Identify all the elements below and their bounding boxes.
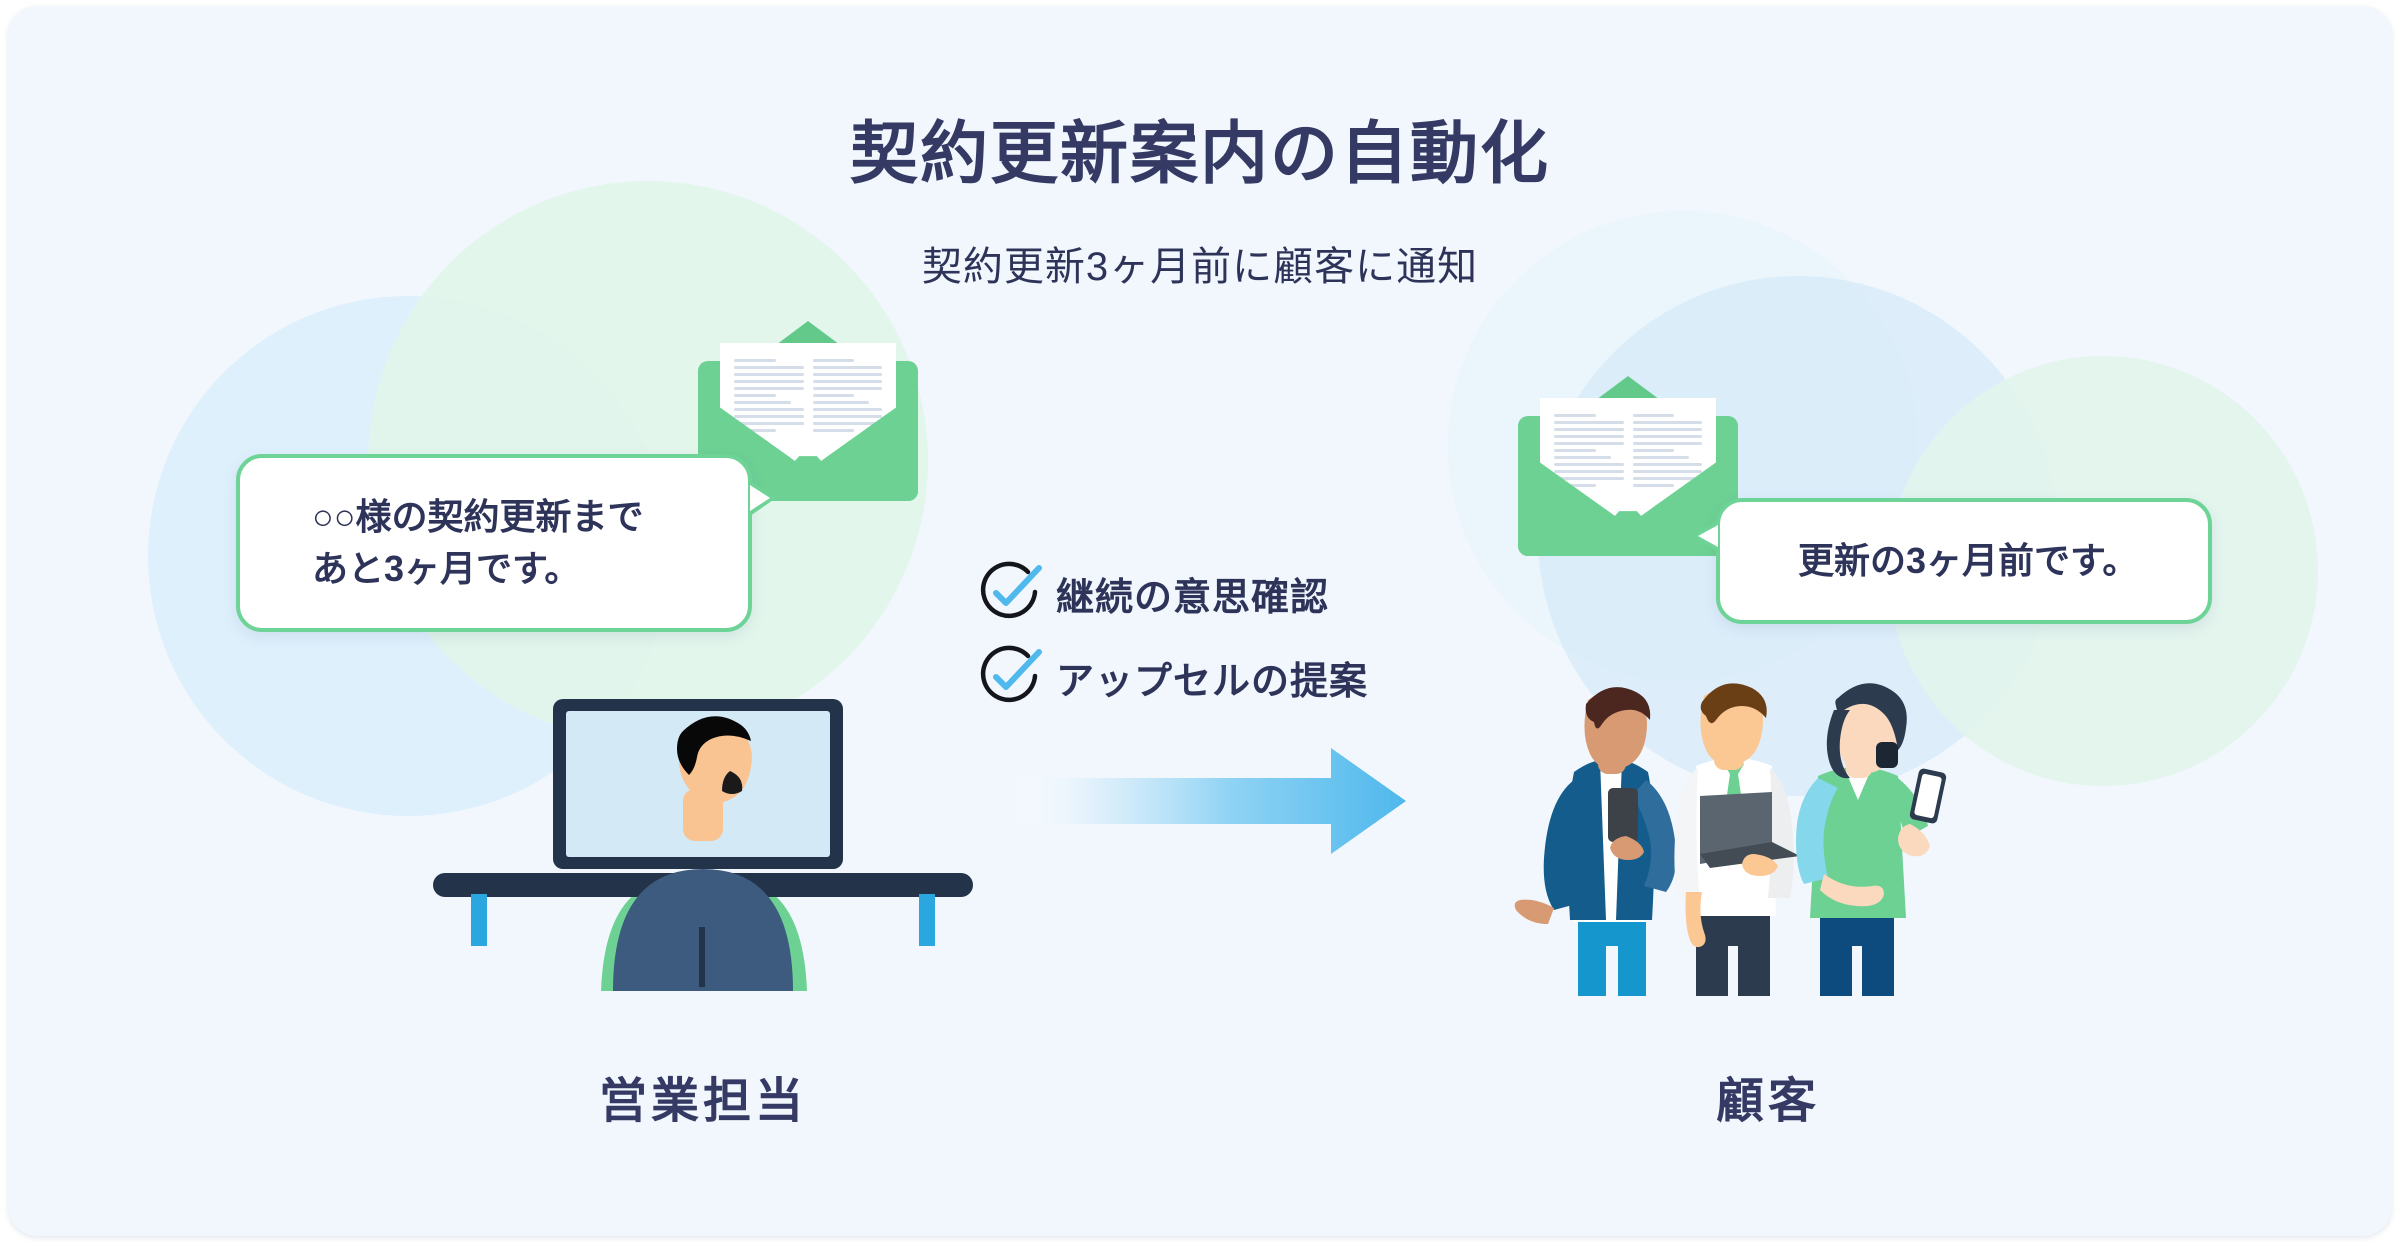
- speech-bubble-sales-line1: ○○様の契約更新まで: [312, 495, 644, 537]
- person3-hand-left: [1820, 874, 1884, 907]
- letter-text-column: [1632, 414, 1702, 521]
- person1-hand-left: [1514, 899, 1554, 924]
- speech-bubble-customer: 更新の3ヶ月前です。: [1692, 498, 2212, 624]
- person2-hair: [1700, 683, 1767, 724]
- open-envelope-with-letter-icon-left: [698, 321, 918, 501]
- infographic-card: 契約更新案内の自動化 契約更新3ヶ月前に顧客に通知: [8, 6, 2392, 1236]
- person-hair: [677, 716, 751, 775]
- letter-text-column: [1554, 414, 1624, 521]
- right-arrow-icon: [1015, 748, 1406, 854]
- customer-person-2: [1674, 683, 1800, 996]
- person2-arm-left: [1674, 768, 1700, 902]
- person1-hair: [1585, 687, 1651, 729]
- sales-rep-at-desk-illustration: [433, 699, 973, 991]
- checklist-item: 継続の意思確認: [976, 551, 1368, 635]
- circle-check-icon: [976, 644, 1042, 710]
- role-label-sales: 営業担当: [598, 1075, 807, 1128]
- role-label-customer: 顧客: [1715, 1075, 1820, 1128]
- checklist-item-label: アップセルの提案: [1056, 660, 1369, 703]
- person1-phone: [1608, 788, 1638, 842]
- person3-hair-side: [1826, 710, 1850, 779]
- checklist: 継続の意思確認 アップセルの提案: [976, 551, 1368, 719]
- desk-leg-right: [919, 894, 935, 946]
- person3-hair-back: [1876, 742, 1898, 768]
- speech-bubble-customer-text: 更新の3ヶ月前です。: [1798, 539, 2139, 581]
- customer-person-3: [1796, 683, 1947, 996]
- circle-check-icon: [976, 560, 1042, 626]
- speech-bubble-tail: [750, 480, 776, 516]
- person2-hand-right: [1742, 854, 1778, 876]
- person-beard: [722, 771, 743, 794]
- page-title: 契約更新案内の自動化: [849, 116, 1550, 192]
- desk-leg-left: [471, 894, 487, 946]
- speech-bubble-sales-line2: あと3ヶ月です。: [312, 548, 581, 589]
- person1-hand-right: [1610, 836, 1644, 860]
- person3-hand-right: [1898, 824, 1930, 857]
- three-customers-illustration: [1514, 683, 1947, 996]
- speech-bubble-tail: [1692, 520, 1718, 552]
- person3-hair-top: [1835, 683, 1907, 750]
- letter-text-column: [812, 359, 882, 466]
- chair-center-seam: [699, 927, 705, 987]
- letter-text-column: [734, 359, 804, 466]
- person3-phone-screen: [1914, 773, 1942, 819]
- person1-arm-right: [1632, 780, 1677, 892]
- checklist-item: アップセルの提案: [976, 635, 1368, 719]
- person3-arm-left: [1796, 778, 1838, 884]
- speech-bubble-sales: ○○様の契約更新まで あと3ヶ月です。: [236, 454, 776, 632]
- person3-arm-right: [1886, 778, 1928, 838]
- person2-hand-left: [1685, 892, 1706, 948]
- checklist-item-label: 継続の意思確認: [1056, 576, 1330, 619]
- page-subtitle: 契約更新3ヶ月前に顧客に通知: [921, 245, 1479, 289]
- customer-person-1: [1514, 687, 1677, 996]
- person1-arm-left: [1543, 780, 1588, 910]
